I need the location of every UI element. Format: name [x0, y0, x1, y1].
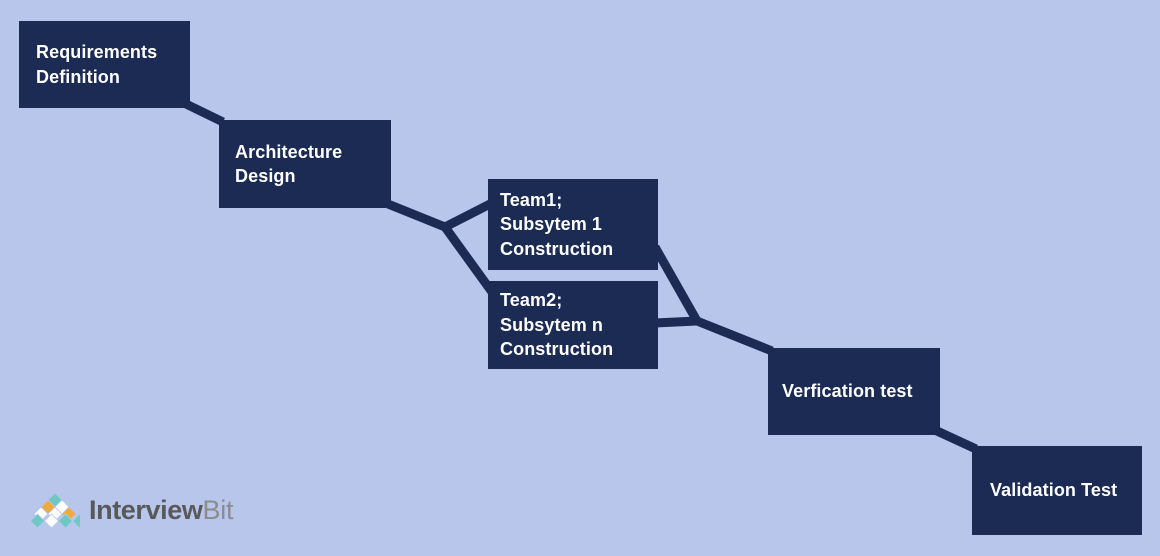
node-architecture-line-1: Architecture: [235, 141, 343, 162]
logo-word-interview: Interview: [89, 494, 203, 525]
node-team2-line-1: Team2;: [500, 290, 563, 311]
connector-team2-to-merge: [654, 316, 698, 328]
node-requirements-line-1: Requirements: [36, 42, 158, 63]
logo-word-bit: Bit: [202, 494, 234, 525]
connector-merge-to-verification: [695, 316, 774, 356]
node-team2-line-3: Construction: [500, 339, 614, 360]
node-architecture-design[interactable]: Architecture Design: [219, 120, 391, 208]
connector-architecture-to-branch: [386, 199, 447, 232]
connector-verification-to-validation: [935, 426, 978, 454]
interviewbit-wordmark: InterviewBit: [89, 494, 234, 525]
interviewbit-logo: InterviewBit: [30, 488, 234, 532]
node-requirements-definition[interactable]: Requirements Definition: [19, 21, 190, 108]
node-requirements-line-2: Definition: [36, 66, 120, 87]
node-validation-test[interactable]: Validation Test: [972, 446, 1142, 535]
node-team1-subsystem-construction[interactable]: Team1; Subsytem 1 Construction: [488, 179, 658, 270]
node-team2-line-2: Subsytem n: [500, 314, 604, 335]
node-validation-line-1: Validation Test: [990, 480, 1118, 501]
node-team1-line-3: Construction: [500, 238, 614, 259]
node-team1-line-2: Subsytem 1: [500, 214, 603, 235]
connector-branch-to-team2: [441, 224, 496, 295]
connector-team1-to-merge: [651, 244, 701, 324]
interviewbit-diamond-mark-icon: [30, 492, 80, 529]
node-verification-test[interactable]: Verfication test: [768, 348, 940, 435]
node-team2-subsystem-construction[interactable]: Team2; Subsytem n Construction: [488, 281, 658, 369]
node-team1-line-1: Team1;: [500, 189, 563, 210]
connector-branch-to-team1: [442, 198, 495, 232]
connector-requirements-to-architecture: [184, 99, 225, 127]
node-architecture-line-2: Design: [235, 166, 296, 186]
node-verification-line-1: Verfication test: [782, 381, 913, 402]
